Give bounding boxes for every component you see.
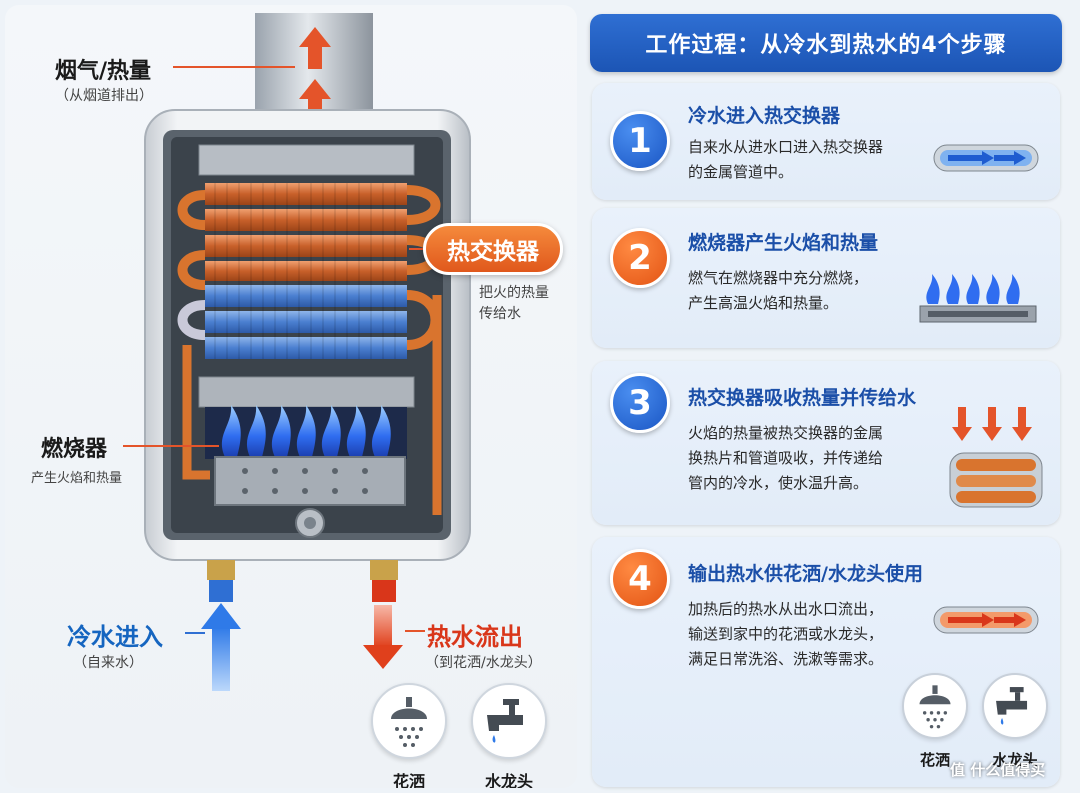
heat-exchanger-desc-1: 把火的热量 — [479, 285, 549, 301]
step-body-3: 火焰的热量被热交换器的金属 换热片和管道吸收，并传递给 管内的冷水，使水温升高。 — [688, 424, 884, 492]
step-title-1: 冷水进入热交换器 — [688, 105, 841, 127]
shower-label-small: 花洒 — [919, 751, 950, 769]
heat-exchanger-desc-2: 传给水 — [479, 306, 521, 322]
faucet-icon — [487, 699, 523, 743]
step-number-4: 4 — [610, 549, 670, 609]
heat-exchanger-badge: 热交换器 — [423, 223, 563, 275]
step-number-1: 1 — [610, 111, 670, 171]
burner-title: 燃烧器 — [41, 437, 108, 462]
shower-label: 花洒 — [392, 772, 425, 788]
shower-fixture-small — [902, 673, 968, 739]
burner-flame-icon — [919, 274, 1037, 323]
watermark: 值 什么值得买 — [950, 761, 1046, 779]
step-title-4: 输出热水供花洒/水龙头使用 — [688, 563, 923, 585]
step-body-1: 自来水从进水口进入热交换器 的金属管道中。 — [688, 138, 884, 181]
heater-diagram-panel: 烟气/热量 （从烟道排出） 热交换器 把火的热量 传给水 燃烧器 产生火焰和热量… — [5, 5, 577, 788]
flue-gas-sub: （从烟道排出） — [55, 88, 153, 104]
step-number-3: 3 — [610, 373, 670, 433]
hot-pipe-icon — [933, 606, 1039, 634]
step-title-2: 燃烧器产生火焰和热量 — [688, 232, 879, 254]
step-body-4: 加热后的热水从出水口流出， 输送到家中的花洒或水龙头， 满足日常洗浴、洗漱等需求… — [688, 600, 884, 668]
step-body-2: 燃气在燃烧器中充分燃烧， 产生高温火焰和热量。 — [688, 269, 869, 312]
hot-water-arrow-icon — [363, 605, 403, 669]
flue-gas-title: 烟气/热量 — [55, 59, 152, 84]
faucet-fixture-small — [982, 673, 1048, 739]
cold-water-sub: （自来水） — [73, 655, 143, 671]
heat-absorb-icon — [949, 407, 1043, 508]
faucet-icon — [996, 687, 1028, 725]
shower-icon — [919, 685, 951, 729]
shower-fixture — [371, 683, 447, 759]
water-heater-illustration — [123, 13, 471, 691]
step-card-4: 4 输出热水供花洒/水龙头使用 加热后的热水从出水口流出， 输送到家中的花洒或水… — [592, 537, 1060, 787]
faucet-label: 水龙头 — [484, 772, 533, 788]
cold-pipe-icon — [933, 144, 1039, 172]
shower-icon — [391, 697, 427, 747]
step-number-2: 2 — [610, 228, 670, 288]
step-card-2: 2 燃烧器产生火焰和热量 燃气在燃烧器中充分燃烧， 产生高温火焰和热量。 — [592, 208, 1060, 348]
faucet-fixture — [471, 683, 547, 759]
burner-sub: 产生火焰和热量 — [31, 471, 123, 486]
step-card-1: 1 冷水进入热交换器 自来水从进水口进入热交换器 的金属管道中。 — [592, 83, 1060, 200]
faucet-label-small: 水龙头 — [992, 751, 1038, 769]
hot-water-sub: （到花洒/水龙头） — [425, 655, 542, 671]
cold-water-arrow-icon — [201, 603, 241, 691]
process-header: 工作过程：从冷水到热水的4个步骤 — [590, 14, 1062, 72]
step-title-3: 热交换器吸收热量并传给水 — [688, 387, 917, 409]
cold-water-title: 冷水进入 — [67, 623, 163, 651]
step-card-3: 3 热交换器吸收热量并传给水 火焰的热量被热交换器的金属 换热片和管道吸收，并传… — [592, 361, 1060, 525]
hot-water-title: 热水流出 — [427, 623, 523, 651]
